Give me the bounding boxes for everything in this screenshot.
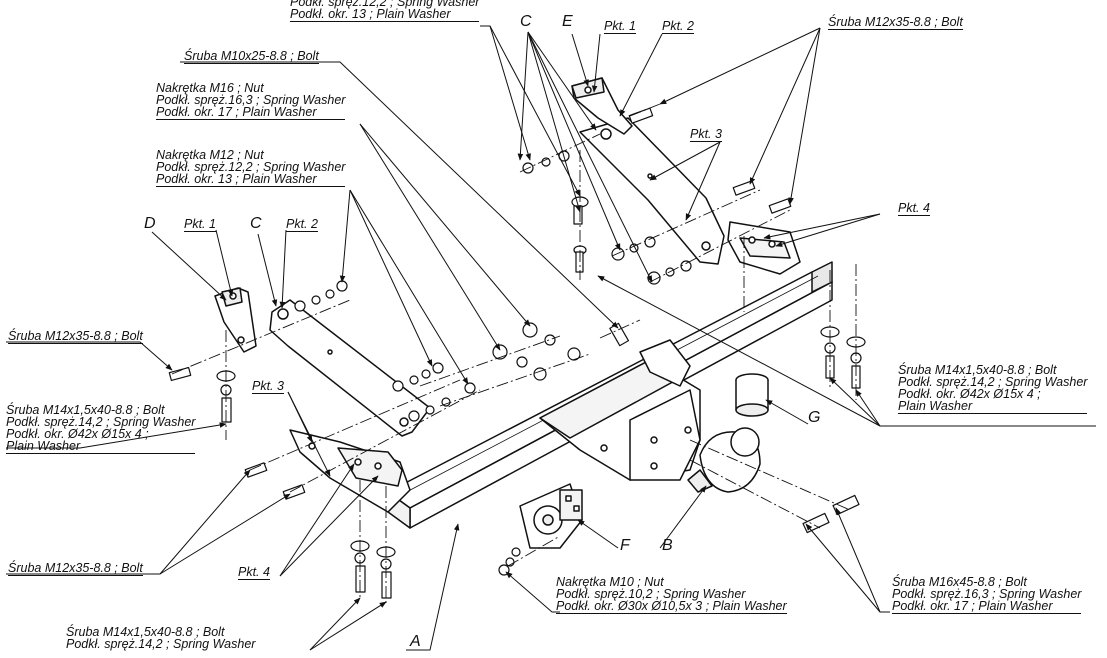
label-line: Podkł. spręż.10,2 ; Spring Washer xyxy=(556,587,746,601)
label-line: Podkł. okr. 13 ; Plain Washer xyxy=(156,173,346,187)
ball-mount-tongue xyxy=(539,339,701,481)
label-line: Śruba M14x1,5x40-8.8 ; Bolt xyxy=(66,625,225,639)
letter-a: A xyxy=(410,633,421,650)
label-top-left-washers: Podkł. spręż.12,2 ; Spring Washer Podkł.… xyxy=(290,0,480,22)
label-line: Nakrętka M10 ; Nut xyxy=(556,575,664,589)
letter-c-top: C xyxy=(520,13,532,30)
label-bolt-m10: Śruba M10x25-8.8 ; Bolt xyxy=(184,49,319,64)
label-bolt-m16: Śruba M16x45-8.8 ; Bolt Podkł. spręż.16,… xyxy=(892,575,1082,614)
label-line: Podkł. spręż.14,2 ; Spring Washer xyxy=(898,375,1088,389)
label-bolt-m14-right: Śruba M14x1,5x40-8.8 ; Bolt Podkł. spręż… xyxy=(898,363,1088,414)
label-line: Podkł. spręż.16,3 ; Spring Washer xyxy=(892,587,1082,601)
label-bolt-m12-bottom: Śruba M12x35-8.8 ; Bolt xyxy=(8,561,143,576)
left-side-bracket xyxy=(289,429,411,513)
letter-c-left: C xyxy=(250,215,262,232)
point-pkt3-left: Pkt. 3 xyxy=(252,379,284,394)
letter-b: B xyxy=(662,537,673,554)
label-line: Podkł. okr. 17 ; Plain Washer xyxy=(156,106,346,120)
left-strap xyxy=(269,299,431,437)
label-bolt-m14-bottom: Śruba M14x1,5x40-8.8 ; Bolt Podkł. spręż… xyxy=(66,625,256,651)
label-bolt-m12-right: Śruba M12x35-8.8 ; Bolt xyxy=(828,15,963,30)
label-line: Plain Washer xyxy=(6,440,196,454)
point-pkt2-top: Pkt. 2 xyxy=(662,19,694,34)
point-pkt1-top: Pkt. 1 xyxy=(604,19,636,34)
leader-lines xyxy=(6,25,1096,651)
letter-d: D xyxy=(144,215,156,232)
label-line: Podkł. okr. 17 ; Plain Washer xyxy=(892,600,1082,614)
label-line: Podkł. okr. Ø42x Ø15x 4 ; xyxy=(6,427,149,441)
label-line: Plain Washer xyxy=(898,400,1088,414)
point-pkt2-left: Pkt. 2 xyxy=(286,217,318,232)
label-line: Podkł. spręż.14,2 ; Spring Washer xyxy=(6,415,196,429)
label-line: Śruba M16x45-8.8 ; Bolt xyxy=(892,575,1027,589)
label-line: Podkł. okr. Ø30x Ø10,5x 3 ; Plain Washer xyxy=(556,599,787,614)
label-line: Podkł. okr. 13 ; Plain Washer xyxy=(290,8,480,22)
label-bolt-m14-left: Śruba M14x1,5x40-8.8 ; Bolt Podkł. spręż… xyxy=(6,403,196,454)
label-line: Podkł. spręż.12,2 ; Spring Washer xyxy=(156,160,346,174)
ball-cap xyxy=(735,373,769,417)
electrical-socket-plate xyxy=(519,483,583,549)
label-line: Śruba M14x1,5x40-8.8 ; Bolt xyxy=(6,403,165,417)
label-line: Podkł. okr. Ø42x Ø15x 4 ; xyxy=(898,387,1041,401)
label-line: Podkł. spręż.16,3 ; Spring Washer xyxy=(156,93,346,107)
label-line: Nakrętka M16 ; Nut xyxy=(156,81,264,95)
letter-f: F xyxy=(620,537,630,554)
label-bolt-m12-left: Śruba M12x35-8.8 ; Bolt xyxy=(8,329,143,344)
letter-g: G xyxy=(808,409,821,426)
label-line: Podkł. spręż.14,2 ; Spring Washer xyxy=(66,637,256,651)
label-nut-m12: Nakrętka M12 ; Nut Podkł. spręż.12,2 ; S… xyxy=(156,148,346,187)
point-pkt4-right: Pkt. 4 xyxy=(898,201,930,216)
upper-strap xyxy=(579,117,725,265)
label-nut-m16: Nakrętka M16 ; Nut Podkł. spręż.16,3 ; S… xyxy=(156,81,346,120)
label-line: Podkł. spręż.12,2 ; Spring Washer xyxy=(290,0,480,9)
left-small-bracket xyxy=(214,287,257,353)
right-side-bracket xyxy=(727,221,801,275)
point-pkt3-top: Pkt. 3 xyxy=(690,127,722,142)
point-pkt4-bottom: Pkt. 4 xyxy=(238,565,270,580)
label-line: Nakrętka M12 ; Nut xyxy=(156,148,264,162)
point-pkt1-left: Pkt. 1 xyxy=(184,217,216,232)
letter-e: E xyxy=(562,13,573,30)
upper-small-bracket xyxy=(571,77,633,135)
label-nut-m10: Nakrętka M10 ; Nut Podkł. spręż.10,2 ; S… xyxy=(556,576,787,614)
assembly-axis-lines xyxy=(171,103,857,606)
label-line: Śruba M14x1,5x40-8.8 ; Bolt xyxy=(898,363,1057,377)
